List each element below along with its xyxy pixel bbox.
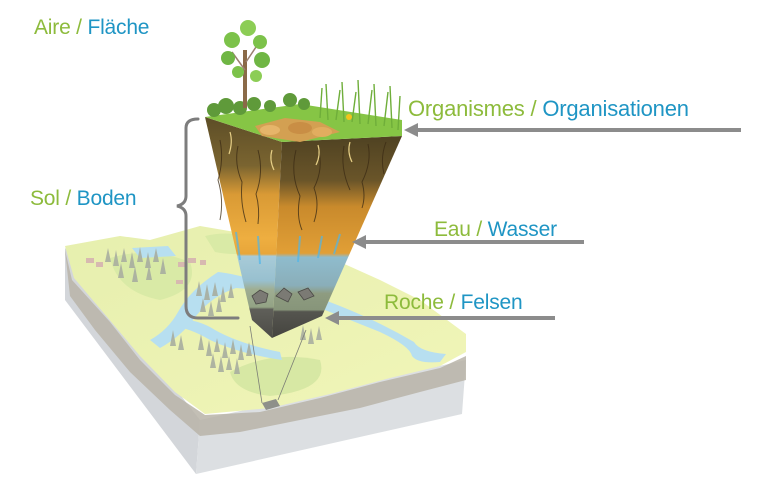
rock-boulders — [251, 287, 315, 305]
roots — [217, 139, 387, 231]
label-water-fr: Eau — [434, 218, 471, 241]
river — [132, 246, 446, 363]
label-separator: / — [524, 96, 543, 121]
shrubs — [207, 93, 310, 117]
arrow-water — [352, 235, 584, 249]
label-soil-fr: Sol — [30, 187, 60, 210]
sample-pit — [262, 399, 280, 410]
label-separator: / — [443, 291, 461, 314]
forest — [105, 247, 322, 374]
gravel-layer — [65, 250, 466, 436]
leaf — [260, 125, 280, 135]
soil-column-side — [272, 136, 402, 338]
river-branch — [172, 318, 282, 360]
water-streaks — [235, 231, 341, 265]
meadow — [230, 356, 322, 396]
label-water-de: Wasser — [487, 218, 557, 241]
label-rock: Roche / Felsen — [384, 291, 523, 314]
leaf — [312, 127, 332, 137]
label-organisms: Organismes / Organisationen — [408, 98, 689, 120]
label-rock-de: Felsen — [460, 291, 523, 314]
label-water: Eau / Wasser — [434, 219, 557, 240]
label-separator: / — [70, 16, 88, 39]
pale-roots — [228, 131, 353, 171]
label-organisms-fr: Organismes — [408, 96, 525, 121]
tree — [221, 20, 270, 108]
label-area-de: Fläche — [87, 16, 150, 39]
label-separator: / — [59, 187, 77, 210]
landscape-block — [65, 226, 466, 474]
arrow-organisms — [404, 123, 741, 137]
soil-bracket — [176, 117, 240, 320]
label-separator: / — [470, 218, 488, 241]
label-area: Aire / Fläche — [34, 17, 149, 38]
label-rock-fr: Roche — [384, 291, 444, 314]
label-organisms-de: Organisationen — [542, 96, 689, 121]
tall-grass — [319, 79, 401, 131]
flower — [346, 114, 352, 120]
arrow-rock — [325, 311, 555, 325]
label-area-fr: Aire — [34, 16, 71, 39]
leaf — [288, 122, 312, 134]
label-soil-de: Boden — [76, 187, 137, 210]
soil-column-front — [205, 117, 282, 338]
label-soil: Sol / Boden — [30, 187, 137, 210]
projection-line — [249, 325, 263, 404]
village — [86, 258, 206, 284]
projection-line — [277, 329, 307, 401]
soil-column — [205, 20, 402, 338]
